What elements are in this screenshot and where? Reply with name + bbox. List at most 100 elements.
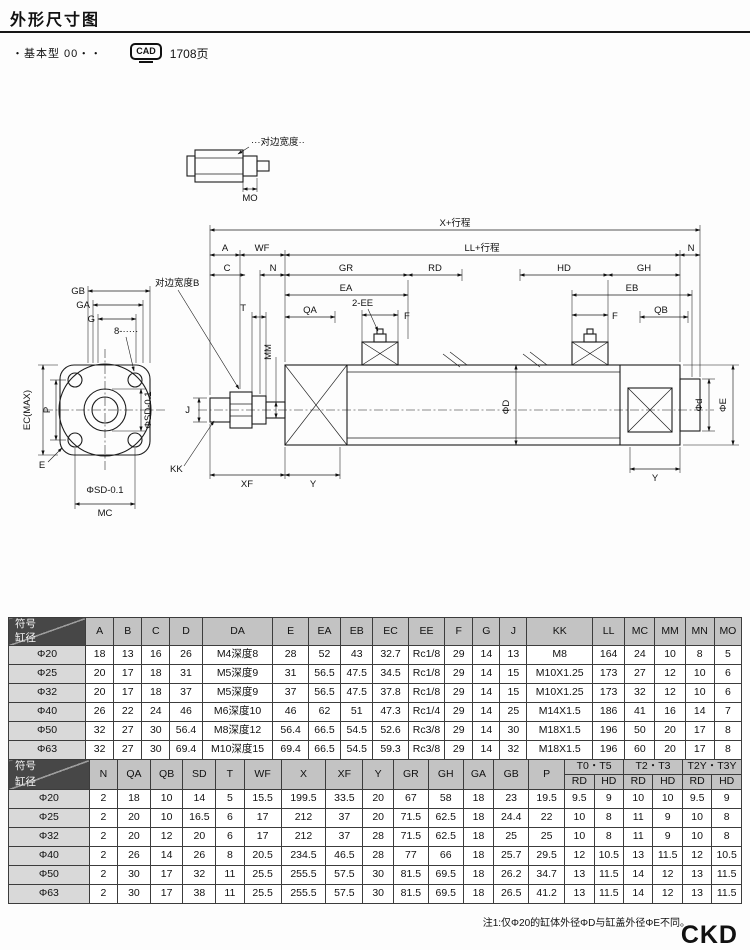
bore-header: Φ63	[8, 884, 90, 904]
data-cell: 14	[472, 721, 501, 741]
data-cell: 54.5	[340, 740, 374, 760]
dim-label-mounting-holes: 8-·····	[114, 326, 138, 337]
symbol-bore-corner-header: 符号缸径	[7, 617, 87, 646]
column-header: QB	[149, 759, 184, 790]
data-cell: 10	[681, 808, 713, 828]
column-header: N	[88, 759, 119, 790]
column-header: MC	[624, 617, 656, 646]
data-cell: 27	[113, 721, 143, 741]
data-cell: 11	[623, 827, 654, 847]
data-cell: 27	[624, 664, 656, 684]
data-cell: 29.5	[528, 846, 566, 866]
dim-label-gr: GR	[339, 263, 353, 274]
data-cell: 8	[713, 740, 743, 760]
data-cell: 30	[117, 884, 151, 904]
column-header: EC	[372, 617, 409, 646]
data-cell: 24.4	[493, 808, 530, 828]
dim-label-dia-d-small: Φd	[694, 399, 705, 412]
data-cell: 15	[499, 664, 528, 684]
data-cell: 30	[141, 721, 171, 741]
data-cell: 30	[117, 865, 151, 885]
data-cell: 196	[592, 721, 626, 741]
data-cell: 52	[307, 645, 342, 665]
column-header: GA	[462, 759, 495, 790]
data-cell: 17	[243, 827, 282, 847]
data-cell: Rc1/4	[407, 702, 446, 722]
data-cell: 37	[272, 683, 309, 703]
brand-logo: CKD	[680, 921, 738, 949]
data-cell: 29	[444, 721, 474, 741]
data-cell: 25.5	[243, 865, 282, 885]
data-cell: 22	[528, 808, 566, 828]
dim-label-eb: EB	[626, 283, 639, 294]
data-cell: 11.5	[593, 865, 625, 885]
data-cell: 37	[325, 808, 364, 828]
data-cell: 66.5	[307, 721, 342, 741]
data-cell: 17	[149, 865, 184, 885]
column-header: EA	[307, 617, 342, 646]
footnote: 注1:仅Φ20的缸体外径ΦD与缸盖外径ΦE不同。	[482, 918, 690, 929]
data-cell: 173	[592, 683, 626, 703]
data-cell: 25.5	[243, 884, 282, 904]
cylinder-body	[284, 351, 681, 446]
data-cell: 37.8	[372, 683, 409, 703]
data-cell: 62.5	[427, 808, 464, 828]
data-cell: 29	[444, 683, 474, 703]
data-cell: Rc1/8	[407, 664, 446, 684]
data-cell: 10	[681, 827, 713, 847]
port-block-left	[361, 328, 399, 366]
dim-label-mo: MO	[242, 193, 257, 204]
data-cell: 28	[362, 846, 394, 866]
data-cell: 67	[392, 789, 429, 809]
data-cell: 10.5	[593, 846, 625, 866]
data-cell: 13	[113, 645, 143, 665]
data-cell: 11.5	[593, 884, 625, 904]
data-cell: 50	[624, 721, 656, 741]
data-cell: 9.5	[681, 789, 713, 809]
data-cell: 10	[684, 664, 715, 684]
data-cell: 18	[462, 865, 495, 885]
data-cell: 186	[592, 702, 626, 722]
sub-column-header: RD	[681, 774, 713, 790]
data-cell: 18	[462, 884, 495, 904]
data-cell: 2	[88, 808, 119, 828]
data-cell: Rc1/8	[407, 683, 446, 703]
data-cell: M5深度9	[201, 664, 274, 684]
cad-icon-label: CAD	[130, 43, 162, 60]
data-cell: 5	[713, 645, 743, 665]
data-cell: 51	[340, 702, 374, 722]
dimension-drawing-svg: ···对边宽度·· MO	[22, 136, 739, 519]
dim-label-a: A	[222, 243, 229, 254]
data-cell: 29	[444, 645, 474, 665]
data-cell: 164	[592, 645, 626, 665]
bore-header: Φ50	[8, 865, 90, 885]
data-cell: 56.5	[307, 664, 342, 684]
cad-page-ref: 1708页	[169, 46, 209, 61]
dim-label-rd: RD	[428, 263, 442, 274]
column-header: XF	[325, 759, 364, 790]
data-cell: 25	[493, 827, 530, 847]
data-cell: 33.5	[325, 789, 364, 809]
data-cell: 8	[215, 846, 245, 866]
data-cell: 8	[684, 645, 715, 665]
data-cell: 19.5	[528, 789, 566, 809]
dim-label-gh: GH	[637, 263, 651, 274]
data-cell: 2	[88, 846, 119, 866]
data-cell: 9	[652, 827, 683, 847]
data-cell: 255.5	[280, 865, 327, 885]
model-type-label: ・基本型 00・・	[12, 48, 103, 60]
data-cell: 24	[141, 702, 171, 722]
data-cell: 2	[88, 827, 119, 847]
data-cell: 13	[564, 865, 595, 885]
dim-label-x-stroke: X+行程	[440, 217, 471, 229]
dim-label-qb: QB	[654, 305, 668, 316]
data-cell: M10深度15	[201, 740, 274, 760]
data-cell: 60	[624, 740, 656, 760]
data-cell: 20	[182, 827, 217, 847]
data-cell: 47.3	[372, 702, 409, 722]
